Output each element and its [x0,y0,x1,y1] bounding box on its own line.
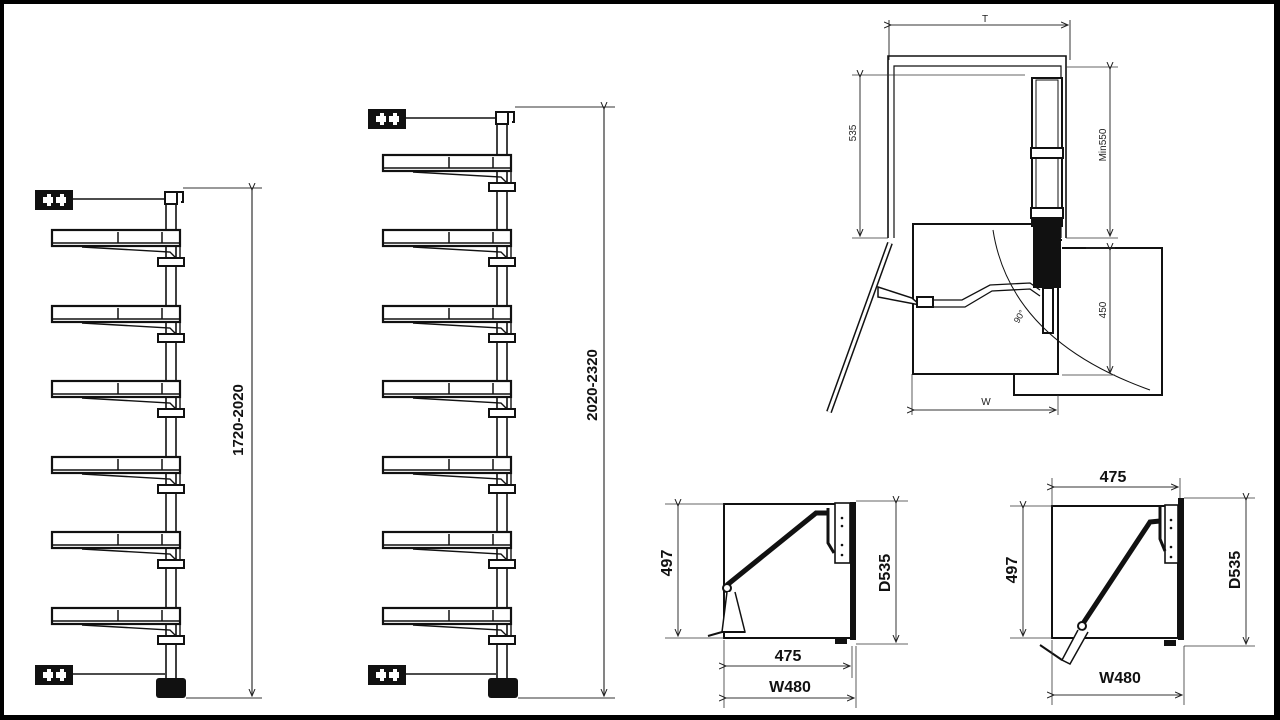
section-right-depth-label: D535 [1227,551,1244,589]
section-left-outer-width-label: W480 [769,679,811,696]
control-box-icon [35,190,73,210]
corner-angle-label: 90° [1012,308,1028,325]
control-box-icon [368,665,406,685]
corner-width-bottom-label: W [981,397,991,408]
tower-left-height-label: 1720-2020 [230,384,247,456]
tower-right-height-label: 2020-2320 [584,349,601,421]
control-box-icon [368,109,406,129]
corner-opening-label: 450 [1098,301,1109,318]
section-left-inner-width-label: 475 [775,648,802,665]
corner-plan-view: T 535 Min550 90° [826,14,1163,415]
section-view-right: 475 497 D535 W480 [1004,469,1255,705]
corner-depth-right-label: Min550 [1098,128,1109,161]
tower-right: 2020-2320 [368,107,615,699]
control-box-icon [35,665,73,685]
tower-left: 1720-2020 [35,188,262,699]
section-right-inner-width-label: 475 [1100,469,1127,486]
section-left-height-label: 497 [659,550,676,577]
section-view-left: 497 D535 475 W480 [659,501,908,708]
corner-width-top-label: T [982,14,988,25]
section-right-outer-width-label: W480 [1099,670,1141,687]
corner-depth-left-label: 535 [848,124,859,141]
section-right-height-label: 497 [1004,557,1021,584]
section-left-depth-label: D535 [877,554,894,592]
